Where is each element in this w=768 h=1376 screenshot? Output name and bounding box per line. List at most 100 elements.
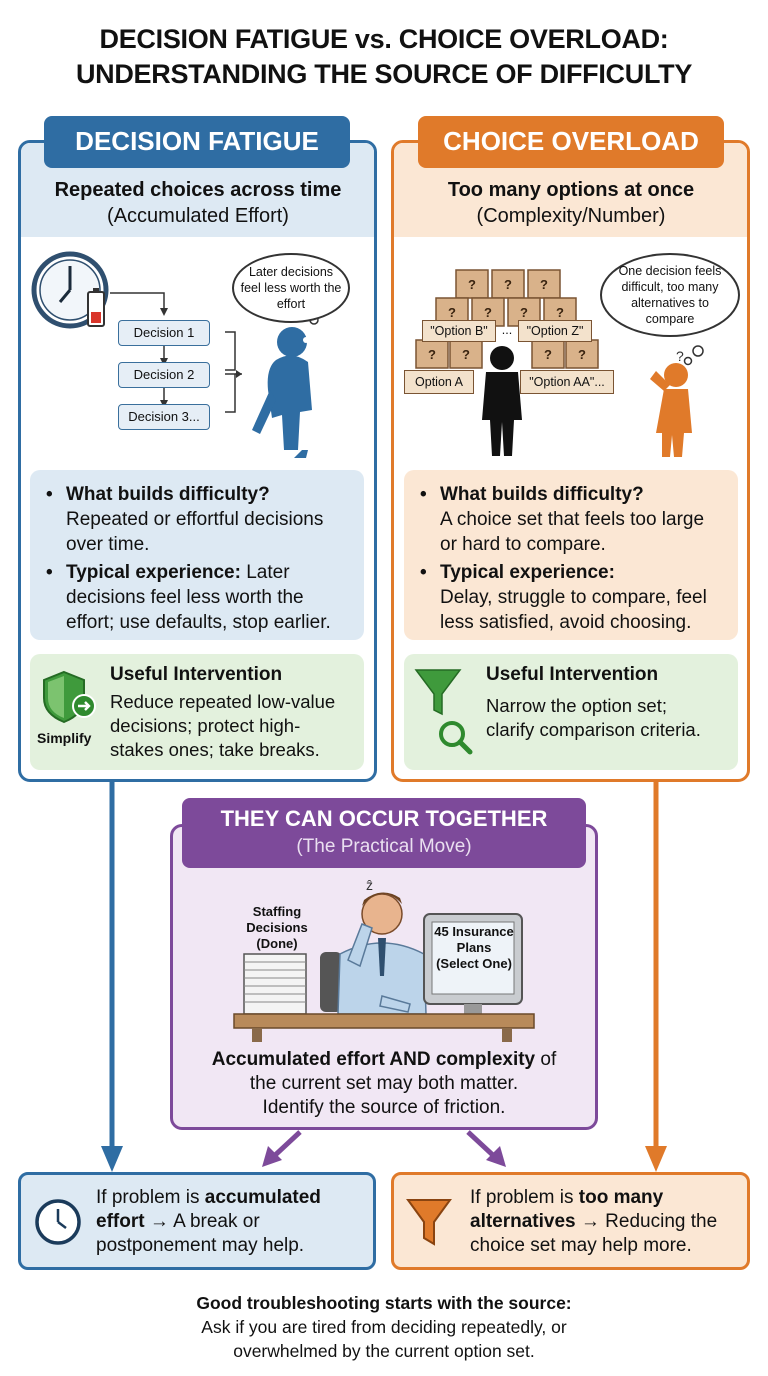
decision-1: Decision 1 [118, 320, 210, 346]
magnifier-icon [439, 721, 465, 747]
box-mark: ? [448, 305, 456, 320]
left-q2-body-0: Later [240, 562, 290, 583]
left-subtitle-2: (Accumulated Effort) [107, 205, 289, 227]
page-title: DECISION FATIGUE vs. CHOICE OVERLOAD: [99, 24, 669, 54]
decision-fatigue-header: DECISION FATIGUE [44, 116, 350, 168]
right-q2-title: Typical experience: [440, 562, 615, 583]
box-mark: ? [504, 277, 512, 292]
right-intervention-l2: clarify comparison criteria. [486, 719, 701, 740]
left-q2-body-2: effort; use defaults, stop earlier. [66, 612, 331, 633]
left-intervention-l3: stakes ones; take breaks. [110, 739, 320, 760]
computer-monitor-icon [423, 913, 523, 1022]
outcome-right-post: → Reducing the [575, 1211, 718, 1232]
desk-illustration: ẑ [233, 877, 535, 1042]
left-q1-body: Repeated or effortful decisions [66, 509, 324, 530]
right-thought-bubble: One decision feels difficult, too many a… [600, 253, 740, 337]
right-questions-box [404, 470, 738, 640]
outcome-left-bold: accumulated [204, 1187, 321, 1208]
right-q1-body: A choice set that feels too large [440, 509, 705, 530]
left-intervention-l2: decisions; protect high- [110, 715, 301, 736]
left-q1-title: What builds difficulty? [66, 484, 270, 505]
middle-body-l3: Identify the source of friction. [262, 1097, 506, 1118]
option-ellipsis: ... [501, 323, 513, 337]
box-mark: ? [578, 347, 586, 362]
filter-magnifier-icon [414, 669, 473, 755]
box-mark: ? [556, 305, 564, 320]
footer-line-2: Ask if you are tired from deciding repea… [201, 1317, 567, 1337]
outcome-right-l3: choice set may help more. [470, 1235, 692, 1256]
right-subtitle-2: (Complexity/Number) [476, 205, 666, 227]
left-q2: •Typical experience: Later decisions fee… [46, 562, 331, 633]
box-mark: ? [520, 305, 528, 320]
box-mark: ? [462, 347, 470, 362]
outcome-left-pre: If problem is [96, 1187, 205, 1208]
right-intervention-box [404, 654, 738, 770]
right-q2-body-2: less satisfied, avoid choosing. [440, 612, 692, 633]
right-intervention-l1: Narrow the option set; [486, 695, 667, 716]
right-q2-body-1: Delay, struggle to compare, feel [440, 587, 707, 608]
occur-together-subheader: (The Practical Move) [296, 836, 472, 857]
option-aa-label: "Option AA"... [520, 370, 614, 394]
outcome-right-bold: too many [578, 1187, 664, 1208]
insurance-screen-label: 45 Insurance Plans (Select One) [434, 924, 514, 971]
outcome-right-box [391, 1172, 750, 1270]
tired-person-icon [252, 327, 312, 458]
decision-3: Decision 3... [118, 404, 210, 430]
occur-together-header-box [182, 798, 586, 868]
shield-icon [43, 670, 96, 724]
option-a-label: Option A [404, 370, 474, 394]
paper-stack-icon [243, 953, 307, 1015]
decision-2: Decision 2 [118, 362, 210, 388]
left-thought-bubble: Later decisions feel less worth the effo… [232, 253, 350, 323]
clock-icon [35, 1199, 81, 1245]
occur-together-header: THEY CAN OCCUR TOGETHER [220, 806, 548, 831]
left-q2-body-1: decisions feel less worth the [66, 587, 304, 608]
right-subtitle: Too many options at once [447, 179, 695, 201]
left-q2-title: Typical experience: [66, 562, 241, 583]
right-q1: •What builds difficulty? A choice set th… [420, 484, 705, 555]
left-intervention-title: Useful Intervention [110, 664, 283, 685]
option-b-label: "Option B" [422, 320, 496, 342]
left-subtitle: Repeated choices across time [54, 179, 342, 201]
box-mark: ? [540, 277, 548, 292]
outcome-left-bold2: effort [96, 1211, 145, 1232]
left-q1: •What builds difficulty? Repeated or eff… [46, 484, 324, 555]
box-mark: ? [544, 347, 552, 362]
outcome-right-bold2: alternatives [470, 1211, 576, 1232]
middle-body: Accumulated effort AND complexity of the… [172, 1048, 596, 1120]
filter-icon [414, 669, 462, 716]
box-mark: ? [428, 347, 436, 362]
simplify-label: Simplify [37, 730, 92, 746]
boxes-illustration: ??? ???? ???? [415, 269, 599, 456]
stressed-worker-icon [337, 892, 427, 1015]
left-intervention-l1: Reduce repeated low-value [110, 691, 336, 712]
box-mark: ? [468, 277, 476, 292]
middle-body-l2: the current set may both matter. [249, 1073, 519, 1094]
right-q1-title: What builds difficulty? [440, 484, 644, 505]
footer-line-3: overwhelmed by the current option set. [233, 1341, 535, 1361]
outcome-right-pre: If problem is [470, 1187, 579, 1208]
footer-heading: Good troubleshooting starts with the sou… [196, 1293, 572, 1313]
choice-overload-header: CHOICE OVERLOAD [418, 116, 724, 168]
page-subtitle: UNDERSTANDING THE SOURCE OF DIFFICULTY [75, 59, 693, 89]
right-q2: •Typical experience: Delay, struggle to … [420, 562, 707, 633]
flow-arrows [101, 782, 667, 1172]
outcome-left-l3: postponement may help. [96, 1235, 305, 1256]
middle-body-l1-end: of [535, 1049, 557, 1070]
left-questions-box [30, 470, 364, 640]
confused-person-icon: ? [650, 345, 704, 457]
middle-body-bold: Accumulated effort AND complexity [211, 1049, 536, 1070]
person-silhouette-icon [482, 346, 522, 456]
option-z-label: "Option Z" [518, 320, 592, 342]
outcome-left-post: → A break or [144, 1211, 260, 1232]
funnel-icon [406, 1199, 452, 1246]
outcome-left-text: If problem is accumulated effort → A bre… [96, 1186, 372, 1258]
left-q1-body-2: over time. [66, 534, 150, 555]
outcome-right-text: If problem is too many alternatives → Re… [470, 1186, 746, 1258]
staffing-label: Staffing Decisions (Done) [246, 904, 308, 951]
box-mark: ? [484, 305, 492, 320]
right-q1-body-2: or hard to compare. [440, 534, 606, 555]
right-intervention-title: Useful Intervention [486, 664, 659, 685]
svg-text:ẑ: ẑ [366, 877, 373, 893]
svg-text:?: ? [676, 348, 684, 364]
